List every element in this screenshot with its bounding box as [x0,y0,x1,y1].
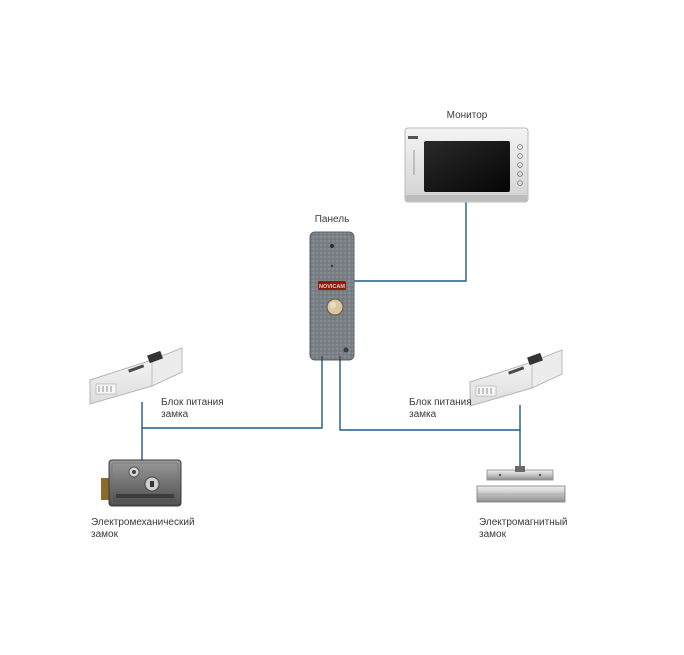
psu-right-label-line2: замка [409,409,437,420]
wires [141,202,521,470]
brand-plate [318,281,346,290]
lock-mech-label-line1: Электромеханический [91,517,195,528]
brand-text: NOVICAM [319,284,345,290]
wire-panel-psu-right [339,362,521,431]
electromagnetic-lock-icon [476,466,566,503]
lock-mech-label-line2: замок [91,529,118,540]
wire-panel-monitor [352,202,467,282]
monitor-icon [404,127,529,203]
panel-label: Панель [314,214,350,225]
monitor-label: Монитор [446,110,488,121]
lock-mag-label-line1: Электромагнитный [479,517,568,528]
psu-left-label-line1: Блок питания [161,397,224,408]
lock-mag-label-line2: замок [479,529,506,540]
wire-panel-psu-left [141,362,323,429]
call-panel-icon: NOVICAM [309,231,355,362]
power-supply-right [469,349,563,407]
power-supply-left [89,347,183,405]
psu-right-label-line1: Блок питания [409,397,472,408]
psu-left-label-line2: замка [161,409,189,420]
electromechanical-lock-icon [101,459,182,507]
